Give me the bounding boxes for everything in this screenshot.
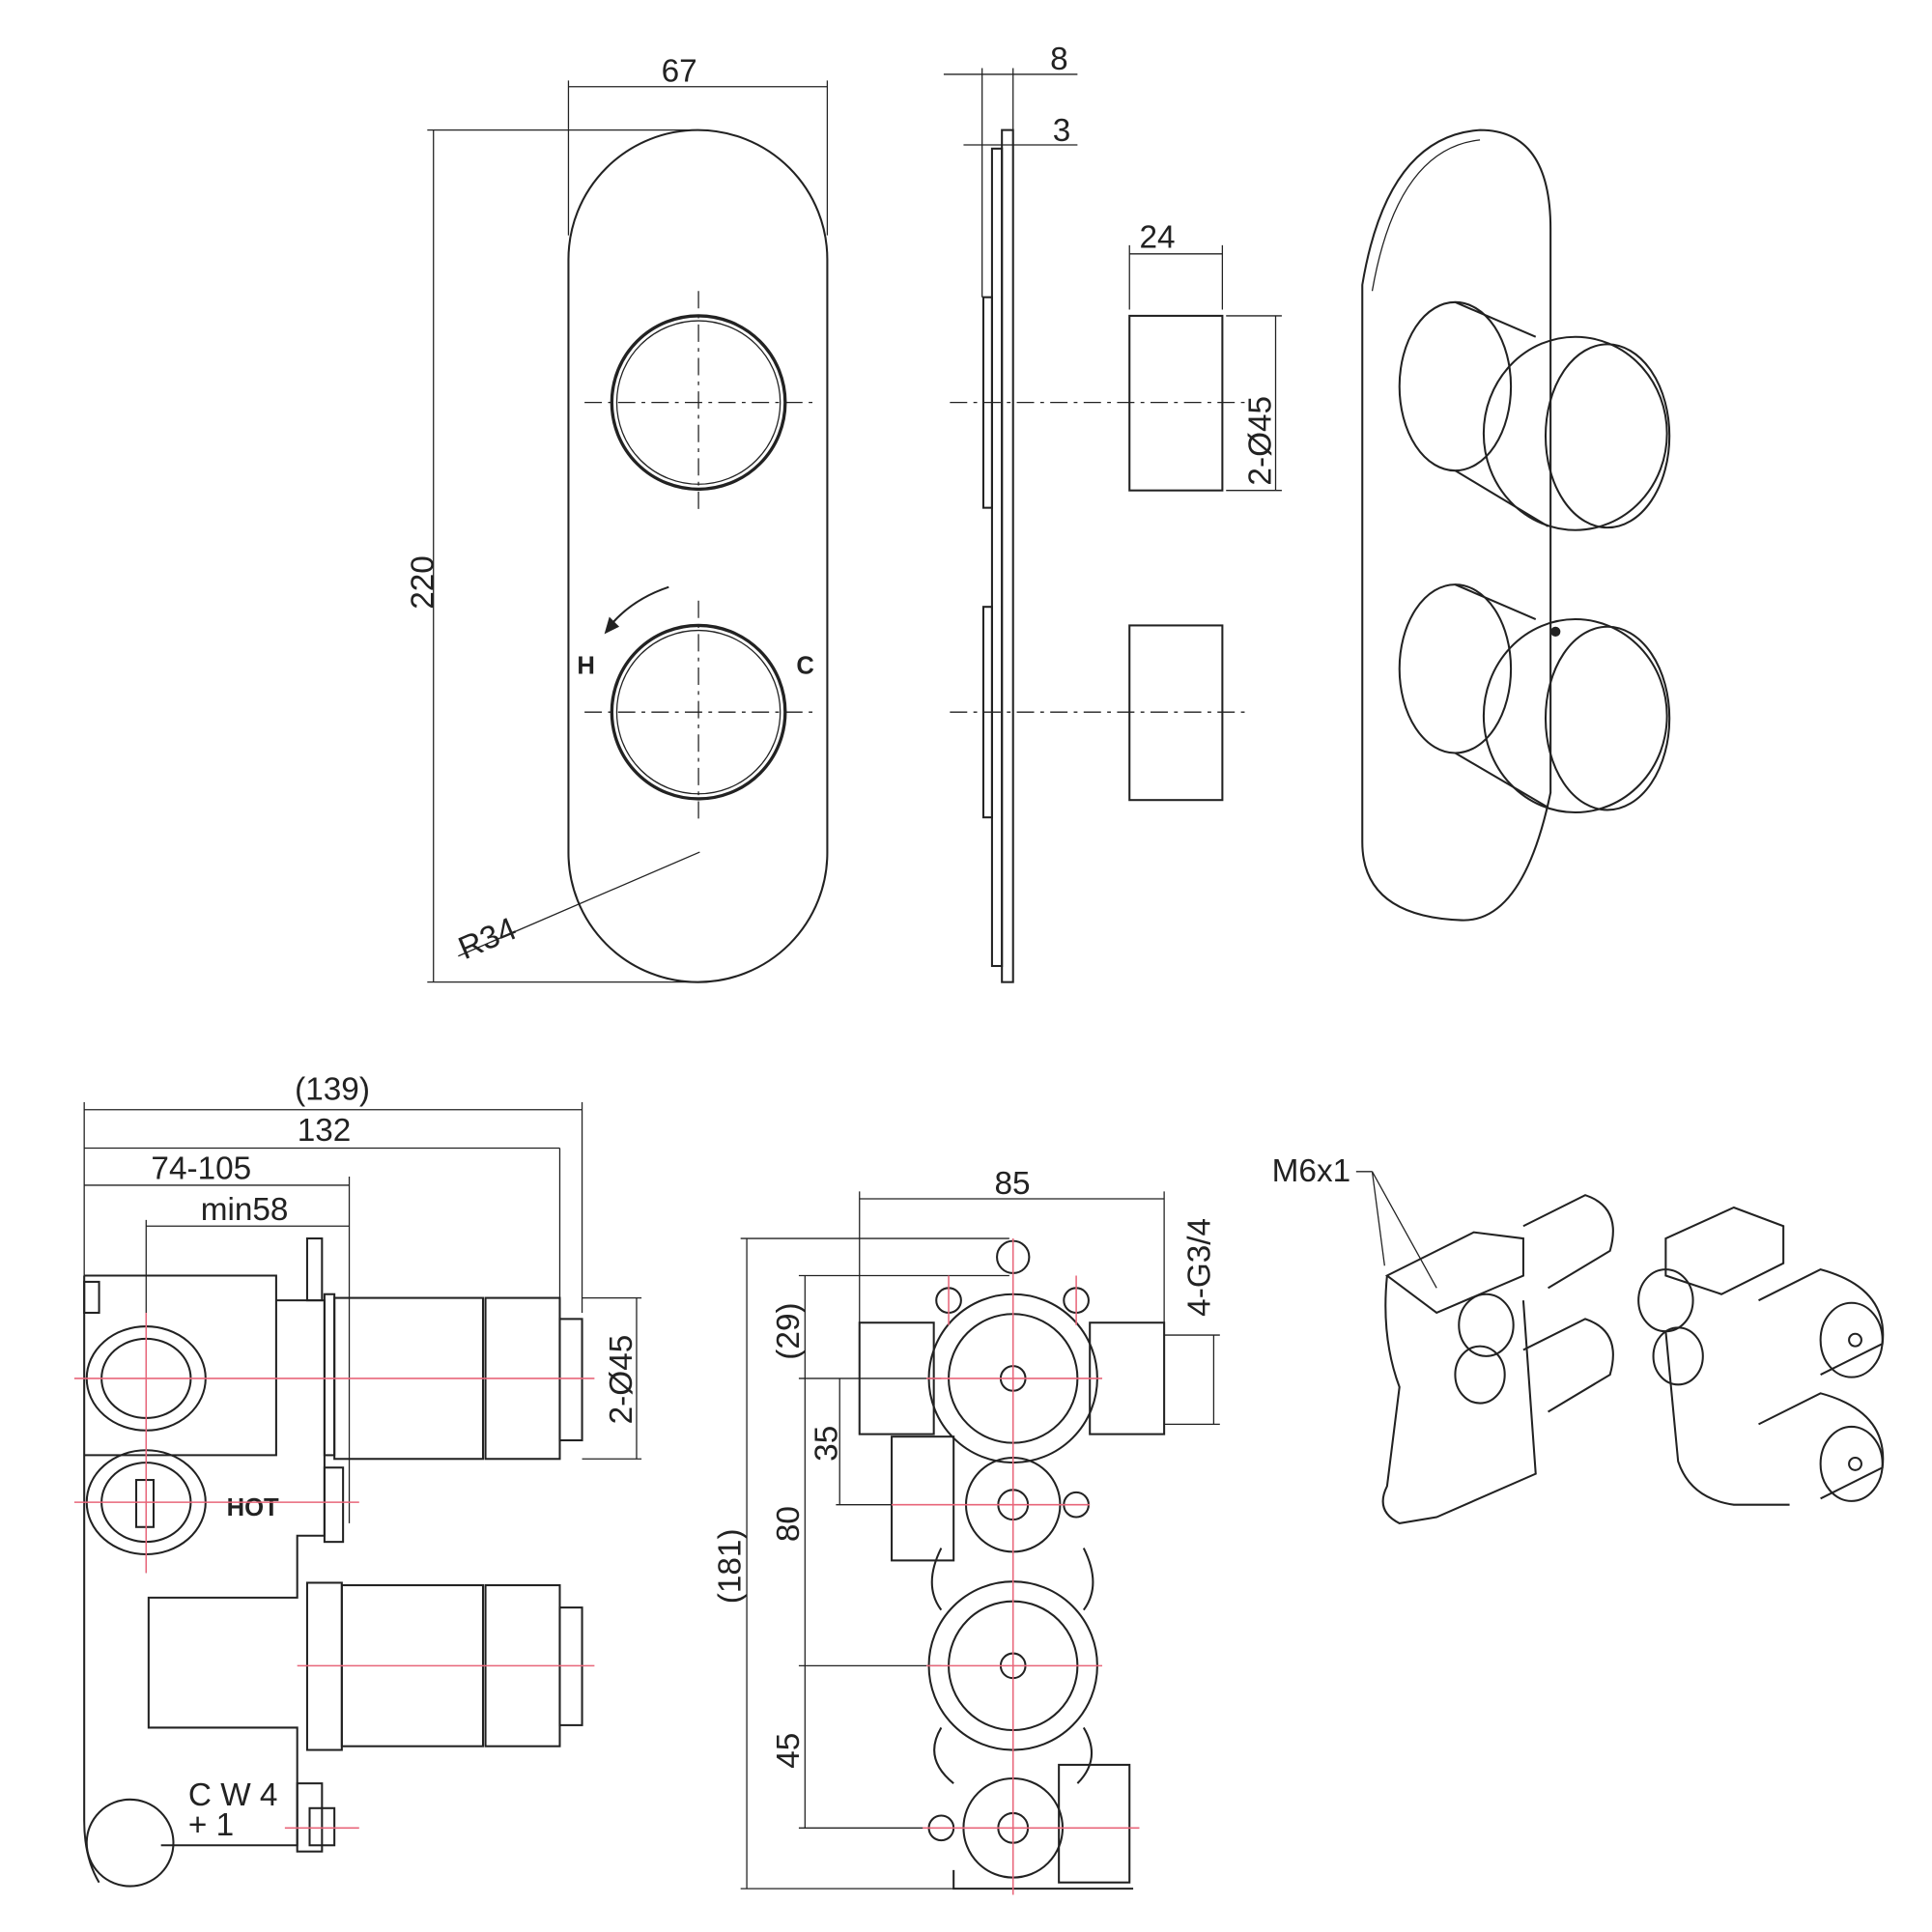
thread-callout: M6x1 [1272,1153,1351,1189]
min-dim: min58 [201,1192,289,1228]
spacing-dim: 35 [810,1426,845,1462]
hot-marking: HOT [227,1494,279,1521]
width-dim-85: 85 [994,1166,1030,1202]
thread-dim: 4-G3/4 [1182,1218,1218,1317]
length-dim: 132 [298,1113,352,1149]
bottom-dim: 45 [771,1733,807,1769]
hot-label: H [577,652,595,679]
side-view-plate: 8 3 [943,42,1245,983]
radius-dim: R34 [453,911,522,967]
front-view-plate: H C [567,128,829,983]
top-offset-dim: (29) [771,1302,807,1359]
height-dim: 220 [406,555,441,610]
front-view-dimensions: 67 220 R34 [406,54,829,983]
marking-line1: C W 4 [188,1777,278,1813]
marking-line2: + 1 [188,1807,234,1843]
thickness-dim: 8 [1050,42,1068,77]
valve-diameter-dim: 2-Ø45 [604,1335,639,1425]
perspective-view [1361,128,1671,922]
overall-dim: (139) [295,1071,370,1107]
width-dim: 67 [662,54,697,90]
overall-height-dim: (181) [713,1528,749,1604]
range-dim: 74-105 [151,1151,251,1187]
knob-diameter-dim: 2-Ø45 [1242,396,1278,486]
rotation-arrow-icon [608,585,669,628]
valve-front-view: 85 4-G3/4 (181) (29) 80 45 35 [713,1166,1220,1895]
isometric-view: M6x1 [1272,1153,1885,1524]
center-dim: 80 [771,1506,807,1542]
knob-depth-dim: 24 [1139,219,1175,255]
cold-label: C [796,652,814,679]
valve-side-view: (139) 132 74-105 min58 2-Ø45 HOT C W 4 +… [73,1071,642,1888]
plate-dim: 3 [1053,113,1071,149]
knob-side-view: 24 2-Ø45 [1128,219,1282,802]
